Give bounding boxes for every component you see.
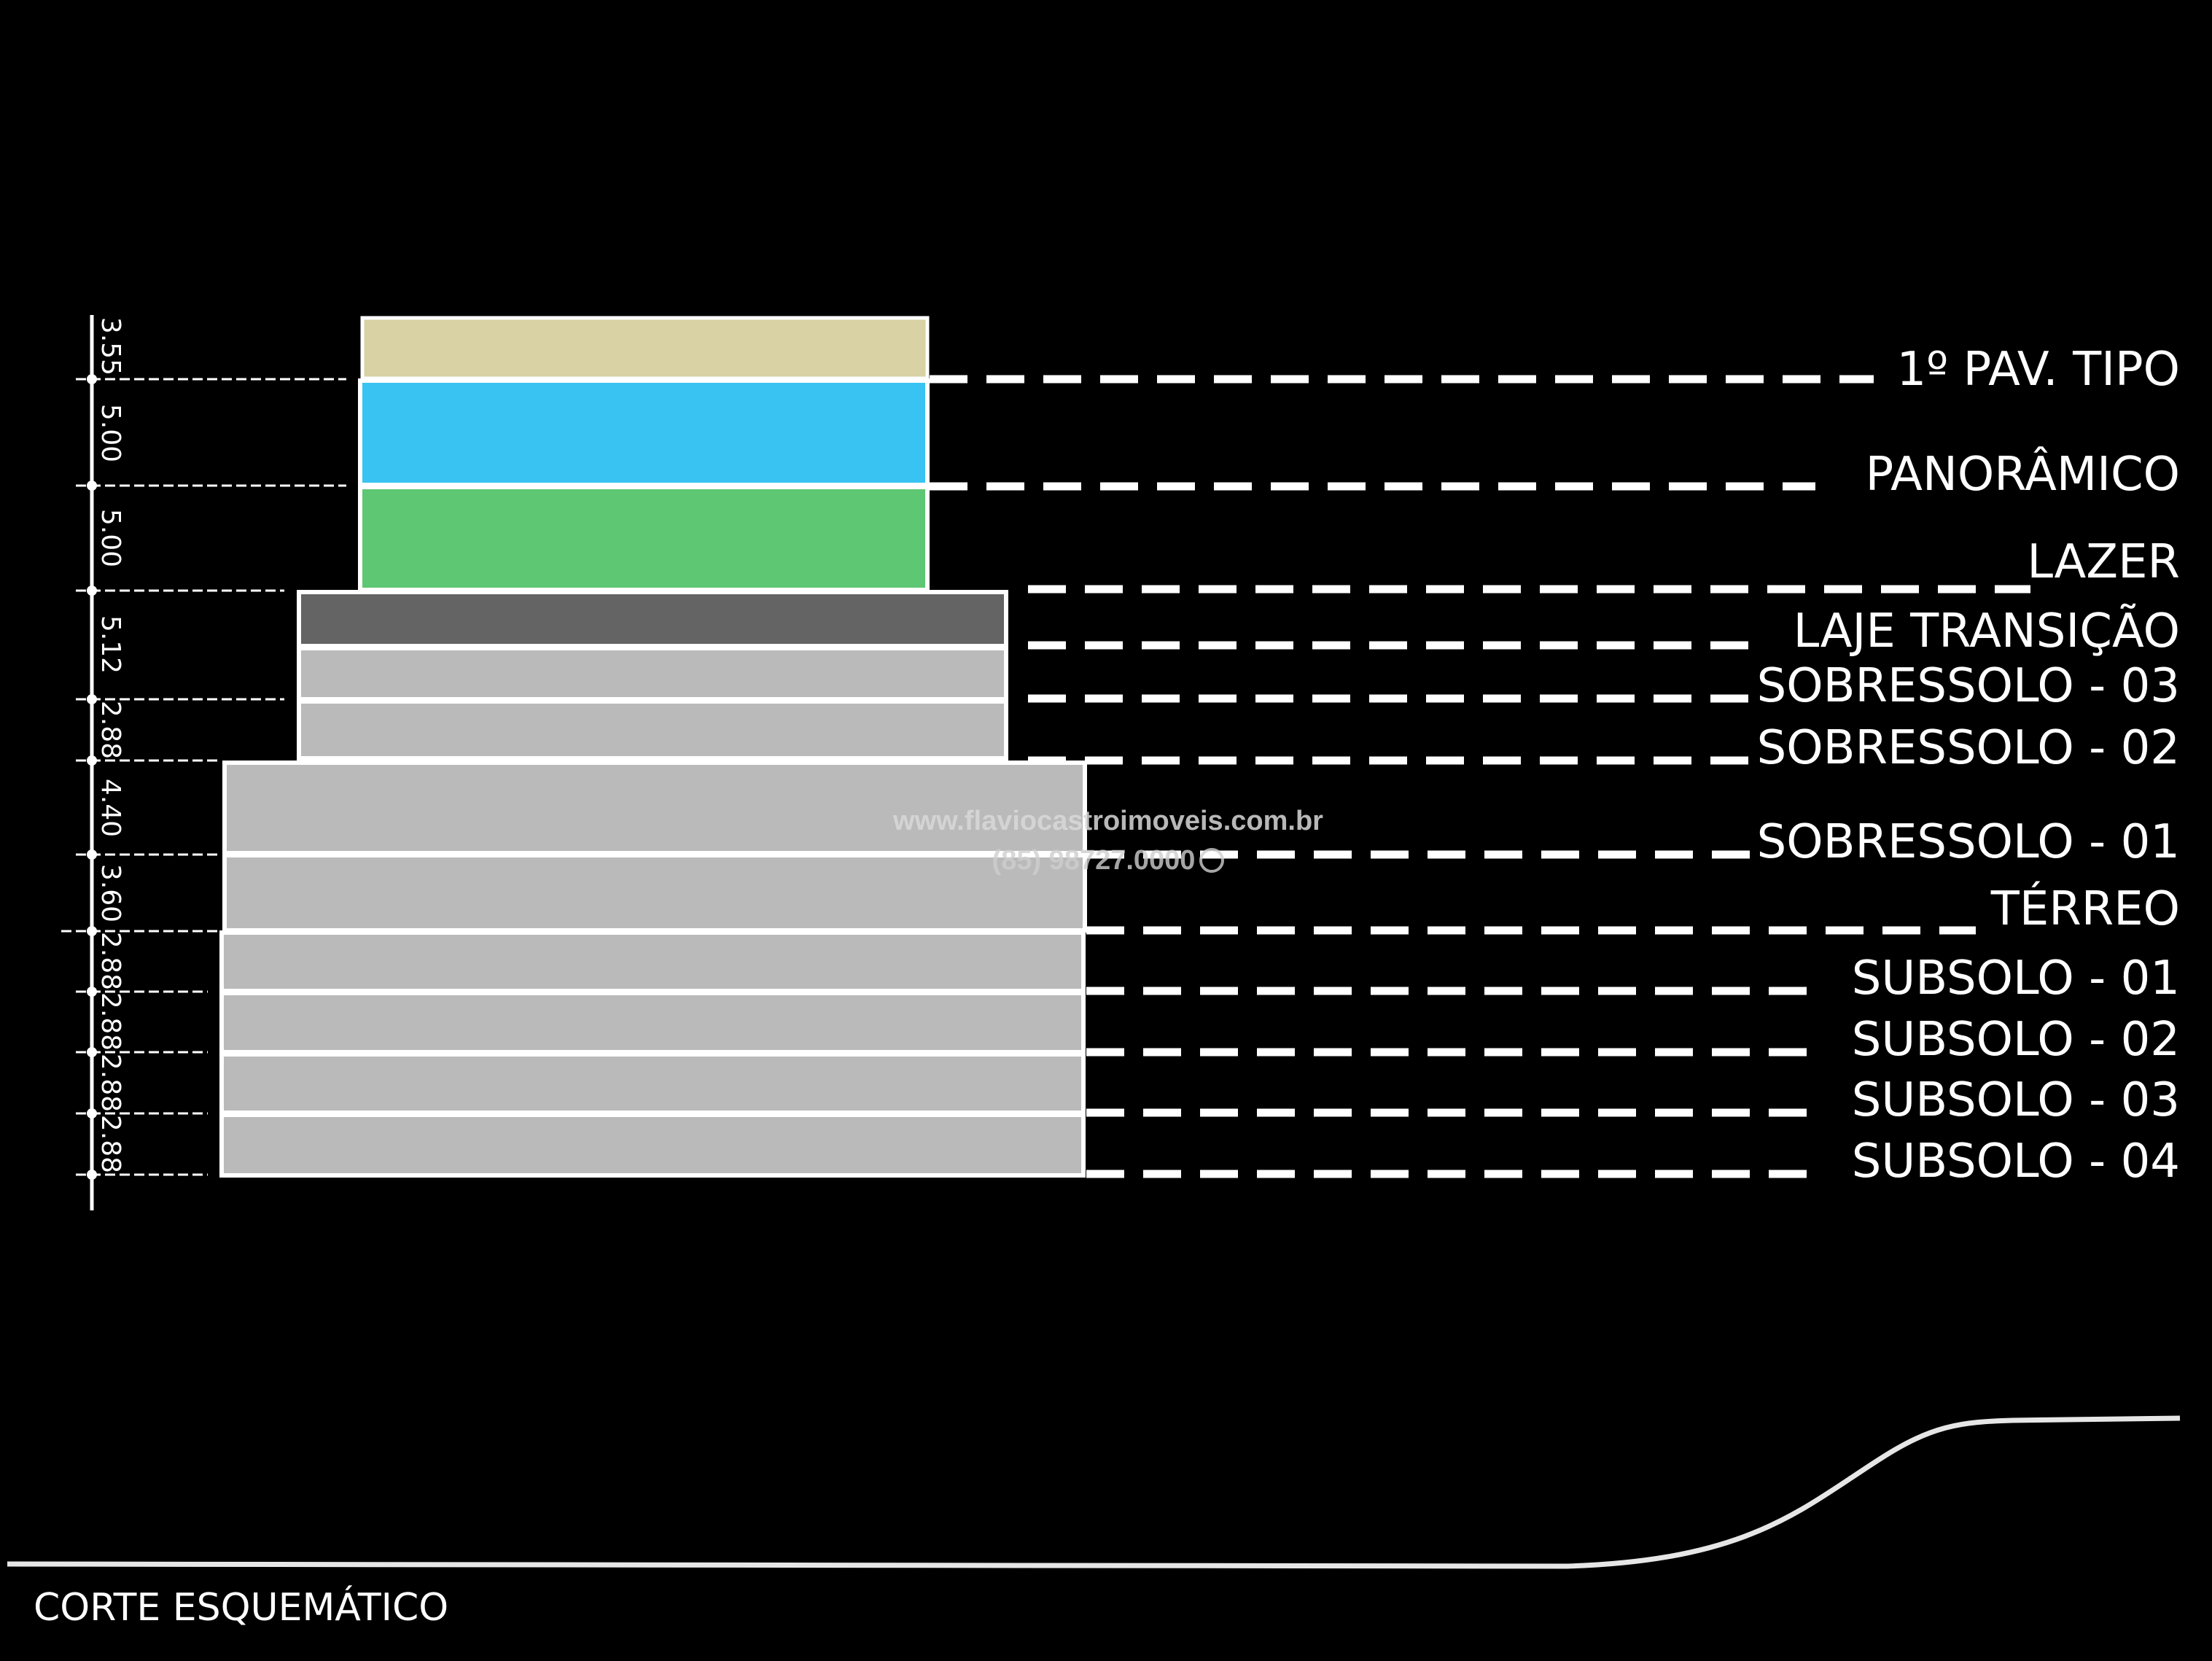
dim-dot bbox=[87, 987, 97, 997]
dim-dot bbox=[87, 755, 97, 766]
block-subsolo-02 bbox=[219, 991, 1086, 1054]
block-laje-transicao bbox=[297, 590, 1008, 648]
watermark-site: www.flaviocastroimoveis.com.br bbox=[892, 806, 1323, 836]
block-subsolo-01 bbox=[219, 930, 1086, 993]
level-label-sobressolo-02: SOBRESSOLO - 02 bbox=[1757, 721, 2180, 775]
block-sobressolo-03 bbox=[297, 646, 1008, 701]
dim-label: 2.88 bbox=[96, 992, 125, 1051]
terrain-line bbox=[7, 1415, 2181, 1569]
dimension-labels: 3.55 5.00 5.00 5.12 2.88 4.40 3.60 2.88 … bbox=[96, 317, 125, 1173]
block-lazer bbox=[358, 485, 930, 592]
level-label-laje: LAJE TRANSIÇÃO bbox=[1794, 604, 2180, 658]
dimension-ticks bbox=[61, 378, 346, 1176]
dim-label: 3.60 bbox=[96, 864, 125, 922]
level-label-lazer: LAZER bbox=[2027, 535, 2180, 589]
level-label-subsolo-02: SUBSOLO - 02 bbox=[1852, 1013, 2180, 1067]
watermark: www.flaviocastroimoveis.com.br (85) 9872… bbox=[892, 806, 1323, 876]
block-tipo bbox=[360, 316, 930, 381]
page-title: CORTE ESQUEMÁTICO bbox=[34, 1585, 448, 1630]
block-subsolo-03 bbox=[219, 1052, 1086, 1115]
level-label-sobressolo-03: SOBRESSOLO - 03 bbox=[1757, 659, 2180, 713]
level-labels: 1º PAV. TIPO PANORÂMICO LAZER LAJE TRANS… bbox=[1757, 343, 2180, 1189]
dim-label: 2.88 bbox=[96, 1054, 125, 1112]
dim-dot bbox=[87, 1108, 97, 1119]
dim-label: 5.00 bbox=[96, 509, 125, 567]
dim-dot bbox=[87, 926, 97, 936]
dim-dot bbox=[87, 586, 97, 596]
level-label-sobressolo-01: SOBRESSOLO - 01 bbox=[1757, 815, 2180, 869]
dim-label: 4.40 bbox=[96, 779, 125, 837]
dim-label: 5.00 bbox=[96, 404, 125, 462]
whatsapp-icon bbox=[1199, 848, 1224, 873]
level-label-terreo: TÉRREO bbox=[1990, 881, 2180, 936]
dim-dot bbox=[87, 849, 97, 860]
block-panoramico bbox=[358, 378, 930, 487]
block-terreo bbox=[222, 853, 1087, 933]
dimension-dots bbox=[87, 374, 97, 1180]
dim-label: 2.88 bbox=[96, 701, 125, 759]
dim-dot bbox=[87, 481, 97, 491]
block-subsolo-04 bbox=[219, 1113, 1086, 1178]
dim-label: 5.12 bbox=[96, 615, 125, 674]
level-label-subsolo-01: SUBSOLO - 01 bbox=[1852, 952, 2180, 1005]
dim-label: 3.55 bbox=[96, 317, 125, 376]
block-sobressolo-02 bbox=[297, 699, 1008, 761]
building bbox=[219, 316, 1087, 1178]
dim-dot bbox=[87, 1170, 97, 1180]
level-lines bbox=[930, 375, 2030, 1178]
level-label-subsolo-04: SUBSOLO - 04 bbox=[1852, 1135, 2180, 1189]
watermark-phone: (85) 98727.0000 bbox=[992, 845, 1196, 876]
level-label-tipo: 1º PAV. TIPO bbox=[1896, 343, 2180, 397]
dim-dot bbox=[87, 374, 97, 384]
level-label-panoramico: PANORÂMICO bbox=[1866, 446, 2180, 502]
dim-dot bbox=[87, 1047, 97, 1057]
dim-label: 2.88 bbox=[96, 1115, 125, 1173]
level-label-subsolo-03: SUBSOLO - 03 bbox=[1852, 1073, 2180, 1127]
block-sobressolo-01 bbox=[222, 761, 1087, 855]
dimension-axis: 3.55 5.00 5.00 5.12 2.88 4.40 3.60 2.88 … bbox=[61, 315, 346, 1210]
dim-label: 2.88 bbox=[96, 932, 125, 990]
dim-dot bbox=[87, 694, 97, 704]
